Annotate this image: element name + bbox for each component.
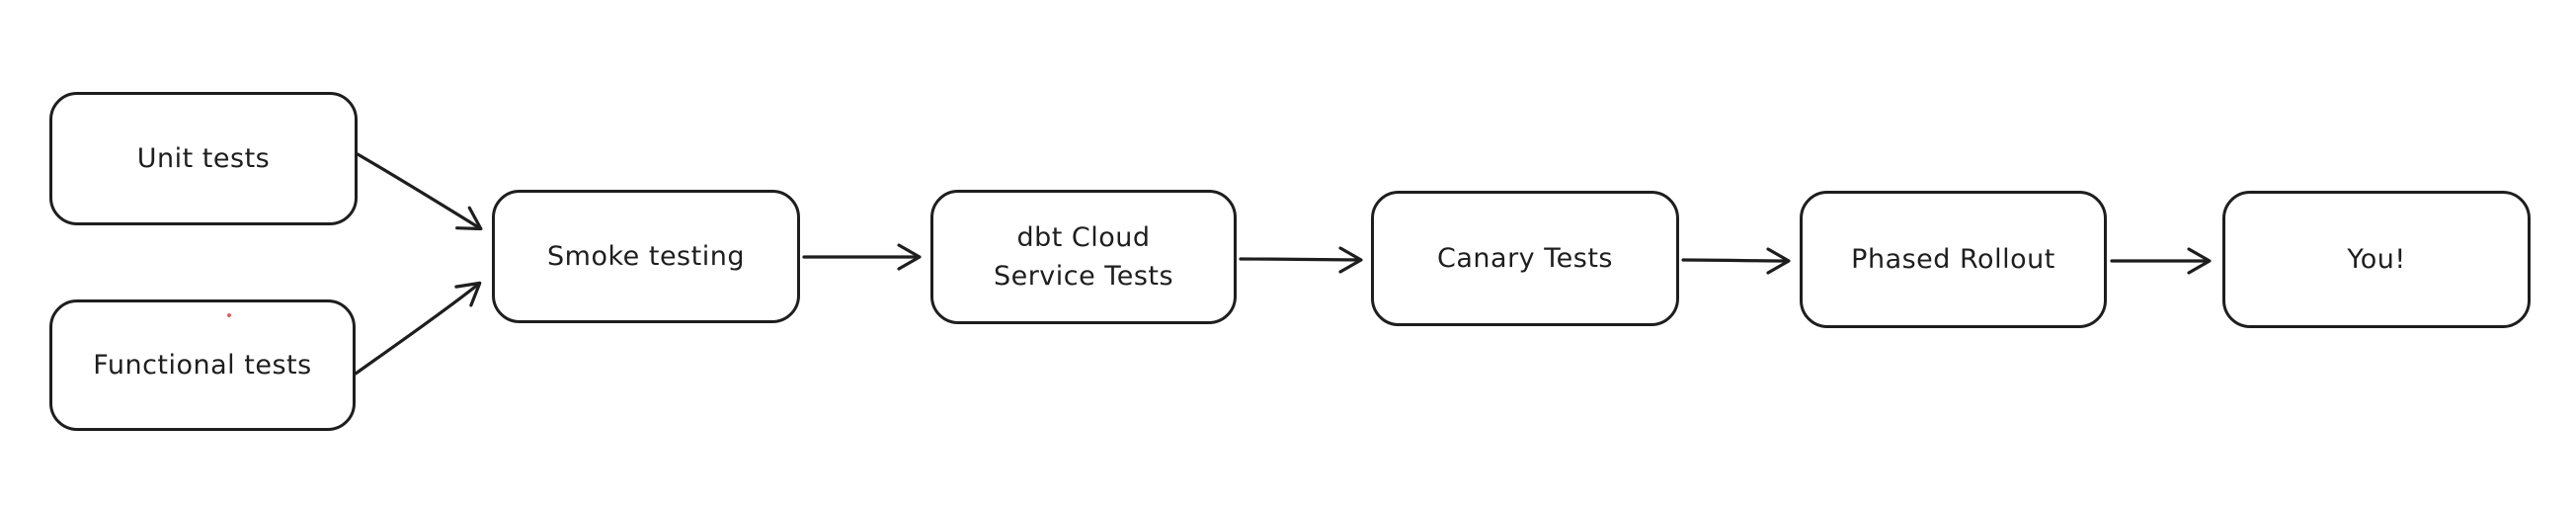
pointer-dot [227,313,231,317]
node-you: You! [2222,191,2531,328]
node-functional-tests-label: Functional tests [93,349,312,381]
arrow-functional-tests-to-smoke-testing [354,281,482,376]
node-phased-rollout-label: Phased Rollout [1851,243,2055,275]
node-unit-tests-label: Unit tests [136,142,271,174]
arrow-dbt-cloud-to-canary-tests [1239,246,1363,274]
node-smoke-testing-label: Smoke testing [547,240,745,272]
node-functional-tests: Functional tests [49,299,356,431]
node-smoke-testing: Smoke testing [492,190,800,323]
node-you-label: You! [2347,243,2406,275]
node-unit-tests: Unit tests [49,92,358,225]
node-phased-rollout: Phased Rollout [1800,191,2107,328]
node-dbt-cloud-service-tests: dbt Cloud Service Tests [930,190,1237,324]
arrow-unit-tests-to-smoke-testing [356,152,483,231]
node-canary-tests-label: Canary Tests [1437,242,1613,274]
node-dbt-cloud-service-tests-label: dbt Cloud Service Tests [993,221,1174,292]
node-canary-tests: Canary Tests [1371,191,1679,326]
arrow-canary-tests-to-phased-rollout [1681,247,1791,275]
